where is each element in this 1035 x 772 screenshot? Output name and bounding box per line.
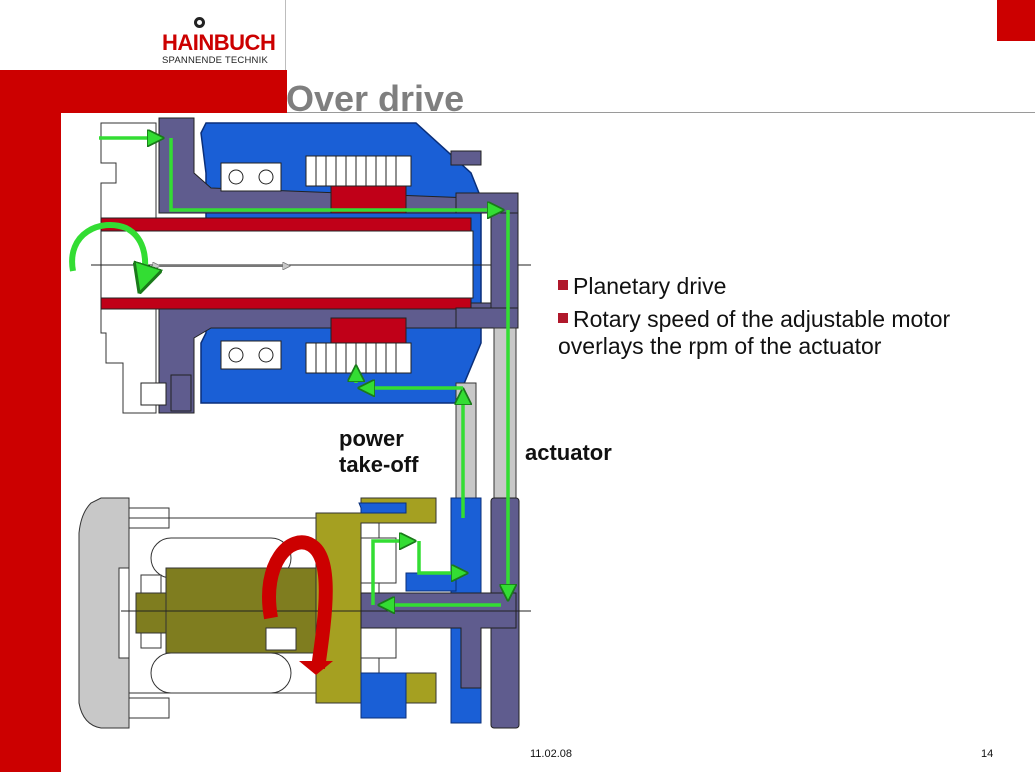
green-rotation-arrow	[69, 222, 145, 288]
left-red-bar	[0, 113, 61, 772]
bullet-square-icon	[558, 280, 568, 290]
logo-divider	[285, 0, 286, 70]
power-takeoff-line1: power	[339, 426, 404, 451]
logo-tagline: SPANNENDE TECHNIK	[162, 55, 268, 66]
power-takeoff-label: power take-off	[339, 426, 418, 478]
bullet-item: Rotary speed of the adjustable motor ove…	[558, 306, 1028, 360]
bullet-list: Planetary drive Rotary speed of the adju…	[558, 273, 1028, 366]
footer-page-number: 14	[981, 748, 994, 760]
upper-cylinder-unit	[91, 117, 531, 414]
bullet-text: Rotary speed of the adjustable motor ove…	[558, 306, 951, 359]
bullet-text: Planetary drive	[573, 273, 727, 299]
hainbuch-logo: HAINBUCH SPANNENDE TECHNIK	[158, 14, 286, 70]
power-takeoff-line2: take-off	[339, 452, 419, 477]
bullet-square-icon	[558, 313, 568, 323]
overdrive-diagram	[69, 117, 531, 729]
red-arrow-head	[299, 661, 333, 675]
bullet-item: Planetary drive	[558, 273, 1028, 300]
slide-title: Over drive	[286, 78, 465, 119]
lower-motor-unit	[78, 497, 531, 729]
title-underline	[287, 112, 1035, 113]
red-rotation-arrow	[262, 535, 333, 670]
actuator-label: actuator	[525, 440, 612, 465]
flow-arrows	[99, 138, 508, 605]
corner-red-square	[997, 0, 1035, 41]
header-red-bar	[0, 70, 287, 113]
logo-brand: HAINBUCH	[162, 30, 276, 55]
logo-ring-icon	[194, 17, 205, 28]
footer-date: 11.02.08	[530, 748, 573, 760]
